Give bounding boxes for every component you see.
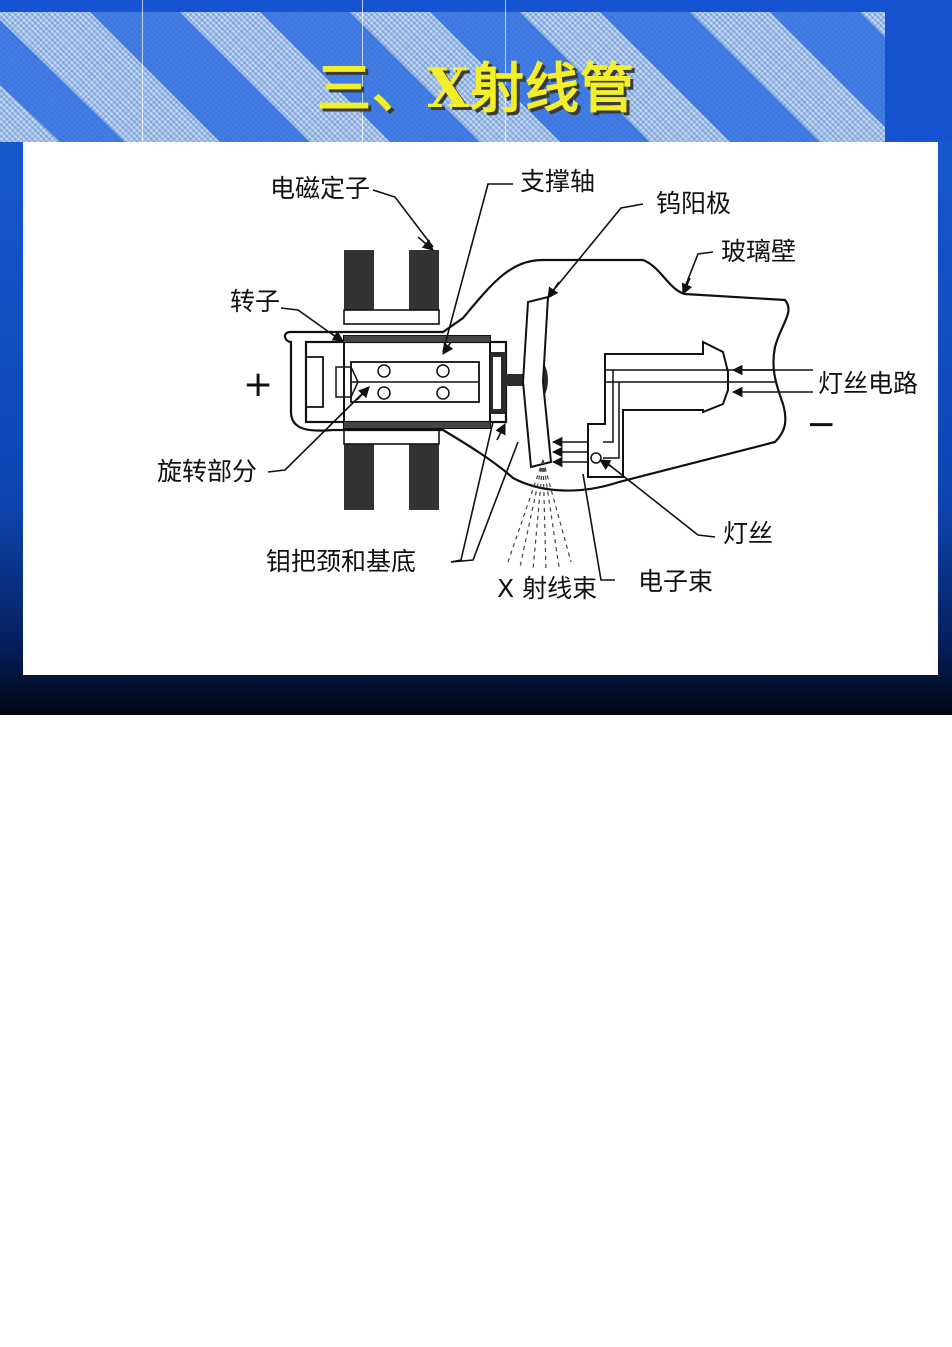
label-filament: 灯丝 — [723, 519, 773, 548]
xray-beam-rays — [507, 459, 572, 571]
stator-coil — [409, 444, 439, 510]
title-band-divider — [505, 0, 506, 142]
title-band-stripes — [0, 12, 885, 142]
bearing-ball — [377, 364, 391, 378]
title-band-top-line — [0, 0, 952, 12]
title-band-right-bar — [885, 0, 952, 142]
label-electron-beam: 电子束 — [638, 567, 713, 596]
stator-coil — [409, 250, 439, 310]
label-stator: 电磁定子 — [270, 174, 370, 203]
label-support-shaft: 支撑轴 — [520, 167, 595, 196]
negative-terminal: − — [806, 404, 836, 445]
glass-envelope — [283, 258, 790, 492]
cathode-assembly — [587, 340, 729, 478]
label-molybdenum-neck: 钼把颈和基底 — [266, 547, 416, 576]
diagram-panel: 电磁定子 支撑轴 钨阳极 玻璃壁 转子 灯丝电路 旋转部分 灯丝 钼把颈和基底 … — [23, 142, 938, 675]
label-rotating-part: 旋转部分 — [157, 457, 257, 486]
filament-coil — [590, 452, 602, 464]
title-band-divider — [142, 0, 143, 142]
label-glass-wall: 玻璃壁 — [721, 237, 796, 266]
bearing-ball — [377, 386, 391, 400]
slide: 三、X射线管 — [0, 0, 952, 715]
slide-title: 三、X射线管 — [317, 56, 635, 120]
label-tungsten-anode: 钨阳极 — [656, 189, 731, 218]
label-rotor: 转子 — [230, 287, 280, 316]
xray-tube-diagram: 电磁定子 支撑轴 钨阳极 玻璃壁 转子 灯丝电路 旋转部分 灯丝 钼把颈和基底 … — [157, 167, 918, 603]
stator-coil — [344, 444, 374, 510]
bearing-ball — [436, 386, 450, 400]
label-xray-beam: X 射线束 — [497, 574, 597, 603]
title-band-divider — [362, 0, 363, 142]
stator-coil — [344, 250, 374, 310]
positive-terminal: + — [243, 364, 273, 405]
bearing-ball — [436, 364, 450, 378]
label-filament-circuit: 灯丝电路 — [818, 369, 918, 398]
